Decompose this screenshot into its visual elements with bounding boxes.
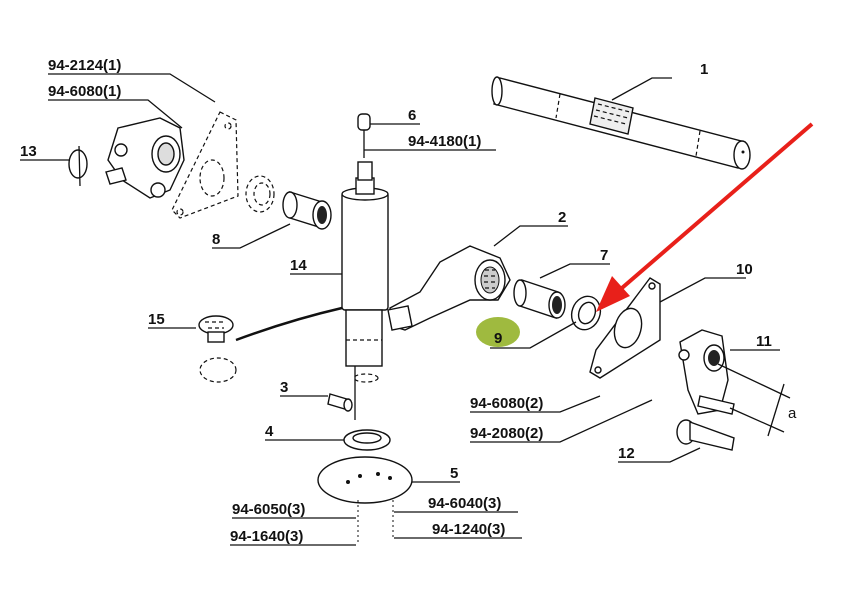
label-5: 5 bbox=[450, 465, 458, 482]
label-10: 10 bbox=[736, 261, 753, 278]
label-15: 15 bbox=[148, 311, 165, 328]
label-8: 8 bbox=[212, 231, 220, 248]
label-11: 11 bbox=[756, 333, 772, 350]
part-11-housing bbox=[678, 329, 735, 415]
ref-94-2124-1: 94-2124(1) bbox=[48, 57, 121, 74]
ref-94-2080-2: 94-2080(2) bbox=[470, 425, 543, 442]
ref-94-1640-3: 94-1640(3) bbox=[230, 528, 303, 545]
dimension-a bbox=[717, 363, 791, 437]
label-2: 2 bbox=[558, 209, 566, 226]
label-9: 9 bbox=[494, 330, 502, 347]
housing-bracket-left bbox=[105, 117, 185, 199]
label-14: 14 bbox=[290, 257, 307, 274]
part-1-shaft bbox=[491, 76, 751, 170]
part-2-lever bbox=[387, 245, 511, 331]
ref-94-6080-2: 94-6080(2) bbox=[470, 395, 543, 412]
part-15-nipple bbox=[198, 306, 343, 383]
part-8-bushing bbox=[282, 191, 332, 230]
label-7: 7 bbox=[600, 247, 608, 264]
highlight-circle-9 bbox=[476, 317, 520, 347]
part-6-cap bbox=[357, 113, 371, 158]
label-4: 4 bbox=[265, 423, 274, 440]
label-1: 1 bbox=[700, 61, 708, 78]
ref-94-6050-3: 94-6050(3) bbox=[232, 501, 305, 518]
part-9-seal bbox=[570, 295, 602, 331]
dimension-a-label: a bbox=[788, 405, 797, 422]
label-6: 6 bbox=[408, 107, 416, 124]
seal-ring-upper bbox=[245, 175, 275, 213]
red-arrow bbox=[596, 122, 814, 312]
ref-94-1240-3: 94-1240(3) bbox=[432, 521, 505, 538]
part-4-nut bbox=[343, 429, 391, 451]
ref-94-6040-3: 94-6040(3) bbox=[428, 495, 501, 512]
part-5-plate bbox=[317, 456, 413, 545]
part-14-cylinder bbox=[341, 161, 389, 420]
part-12-bolt bbox=[676, 419, 735, 451]
label-3: 3 bbox=[280, 379, 288, 396]
label-12: 12 bbox=[618, 445, 635, 462]
part-3-pin bbox=[327, 393, 353, 412]
gasket-plate-upper bbox=[171, 111, 239, 219]
part-10-gasket bbox=[589, 277, 661, 379]
part-13-clip bbox=[68, 145, 88, 187]
ref-94-4180-1: 94-4180(1) bbox=[408, 133, 481, 150]
leader-lines bbox=[20, 73, 780, 546]
ref-94-6080-1: 94-6080(1) bbox=[48, 83, 121, 100]
label-13: 13 bbox=[20, 143, 37, 160]
part-7-bushing bbox=[513, 279, 566, 319]
